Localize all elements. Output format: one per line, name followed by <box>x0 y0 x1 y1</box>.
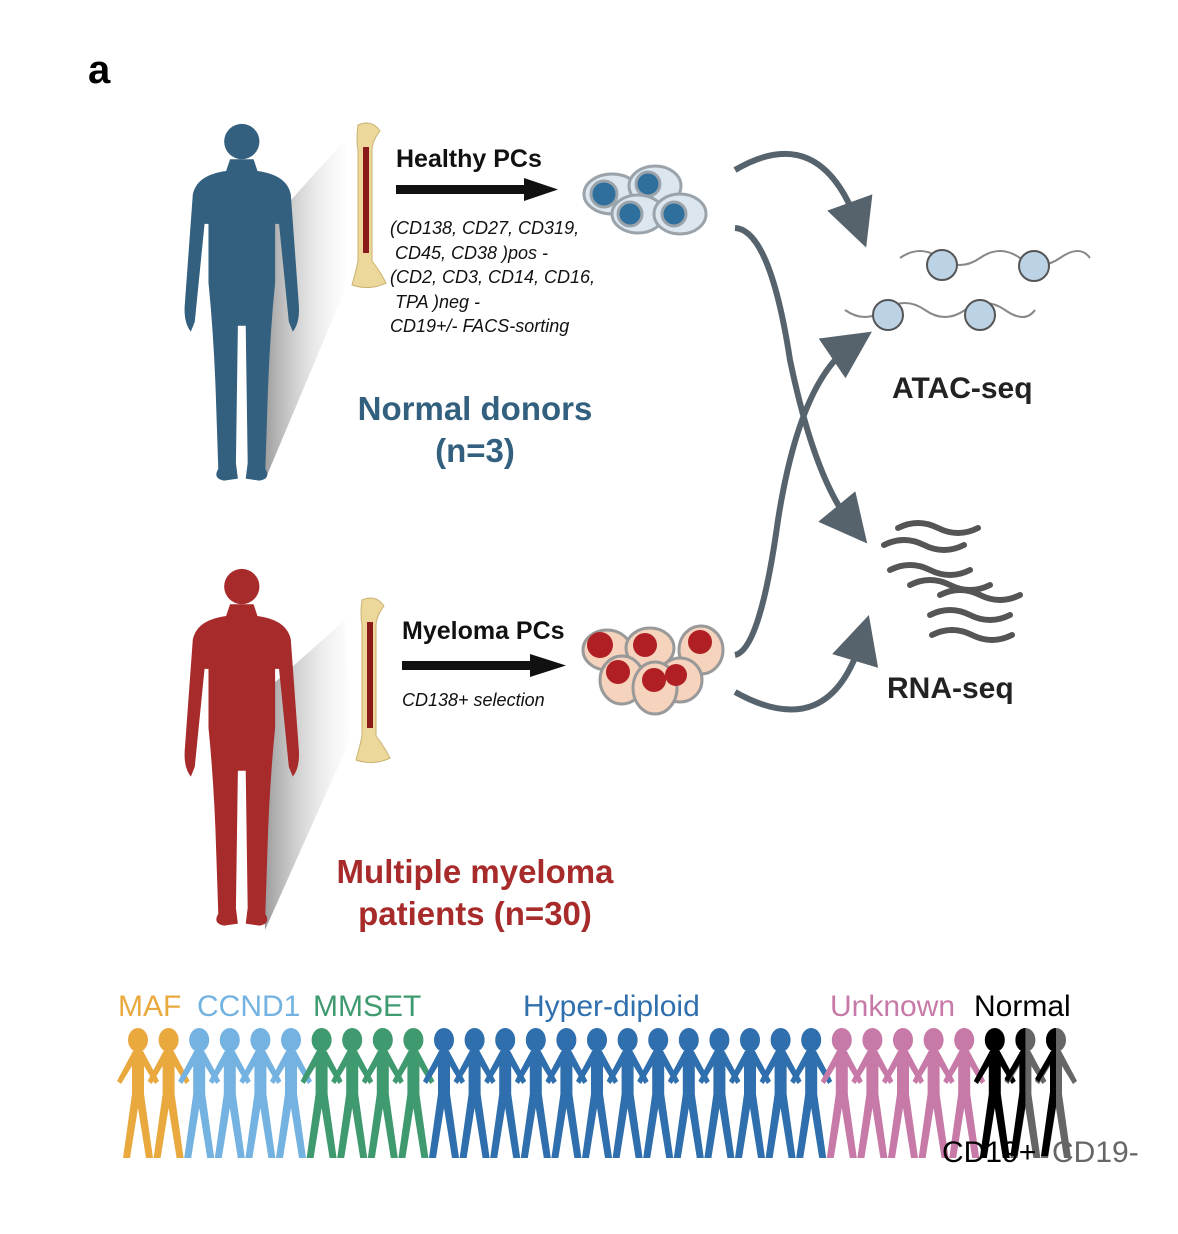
atac-seq-label: ATAC-seq <box>892 372 1033 405</box>
arrow-healthy-to-rna <box>734 225 868 544</box>
patient-figure <box>729 1028 771 1158</box>
patient-figure <box>392 1028 435 1158</box>
normal-donors-title: Normal donors (n=3) <box>330 388 620 472</box>
subgroup-label-ccnd1: CCND1 <box>197 990 301 1023</box>
myeloma-shade <box>255 620 350 930</box>
arrow-healthy <box>396 178 558 201</box>
arrow-myeloma <box>402 654 566 677</box>
healthy-pcs-label: Healthy PCs <box>396 145 542 173</box>
patient-figure <box>300 1028 343 1158</box>
arrow-healthy-to-atac <box>733 151 873 248</box>
patient-figure <box>178 1028 221 1158</box>
rna-seq-label: RNA-seq <box>887 672 1014 705</box>
patient-figure <box>637 1028 680 1158</box>
patient-figure <box>423 1028 465 1158</box>
bone-icon-myeloma <box>355 597 391 764</box>
patient-figure <box>331 1028 374 1158</box>
patient-figure <box>790 1028 833 1158</box>
arrow-myeloma-to-rna <box>733 615 879 713</box>
patient-figure <box>576 1028 618 1158</box>
patient-figure <box>820 1028 863 1158</box>
patient-figure <box>943 1028 986 1158</box>
normal-donors-line1: Normal donors <box>357 390 593 427</box>
patient-figure <box>759 1028 802 1158</box>
patient-figure <box>545 1028 588 1158</box>
patient-figure <box>882 1028 924 1158</box>
patient-figure <box>208 1028 251 1158</box>
patient-figure <box>698 1028 741 1158</box>
rna-transcripts-icon <box>881 520 1023 643</box>
healthy-markers-text: (CD138, CD27, CD319, CD45, CD38 )pos - (… <box>390 218 596 336</box>
patient-figure <box>453 1028 496 1158</box>
subgroup-label-normal: Normal <box>974 990 1071 1023</box>
subgroup-label-unknown: Unknown <box>830 990 956 1023</box>
myeloma-cells-icon <box>581 624 725 716</box>
patient-figure <box>147 1028 190 1158</box>
myeloma-pcs-label: Myeloma PCs <box>402 617 565 645</box>
myeloma-markers-text: CD138+ selection <box>402 690 545 710</box>
myeloma-patients-title: Multiple myeloma patients (n=30) <box>310 851 640 935</box>
cd19-positive-label: CD19+ <box>942 1136 1037 1169</box>
flow-arrows <box>733 151 879 713</box>
subgroup-label-maf: MAF <box>118 990 182 1023</box>
patient-figure <box>514 1028 557 1158</box>
myeloma-patients-line1: Multiple myeloma <box>336 853 614 890</box>
patient-figure <box>667 1028 710 1158</box>
patient-figure <box>361 1028 404 1158</box>
patient-figure <box>117 1028 159 1158</box>
normal-donors-line2: (n=3) <box>435 432 515 469</box>
cd19-negative-label: CD19- <box>1052 1136 1139 1169</box>
patient-figure <box>973 1028 1016 1158</box>
bone-icon-normal <box>351 122 387 289</box>
patient-figure <box>851 1028 894 1158</box>
panel-label: a <box>88 48 111 92</box>
healthy-cells-icon <box>582 164 708 236</box>
myeloma-patients-line2: patients (n=30) <box>358 895 592 932</box>
normal-shade <box>255 140 345 480</box>
patient-figure <box>1004 1028 1047 1158</box>
subgroup-label-hyperdiploid: Hyper-diploid <box>523 990 700 1023</box>
patient-figure <box>1035 1028 1077 1158</box>
patient-figure <box>239 1028 282 1158</box>
subgroup-label-mmset: MMSET <box>313 990 422 1023</box>
patient-crowd <box>117 1028 1077 1158</box>
patient-figure <box>606 1028 649 1158</box>
patient-figure <box>484 1028 527 1158</box>
atac-chromatin-icon <box>844 249 1091 331</box>
patient-figure <box>270 1028 312 1158</box>
arrow-myeloma-to-atac <box>733 331 872 658</box>
patient-figure <box>912 1028 955 1158</box>
